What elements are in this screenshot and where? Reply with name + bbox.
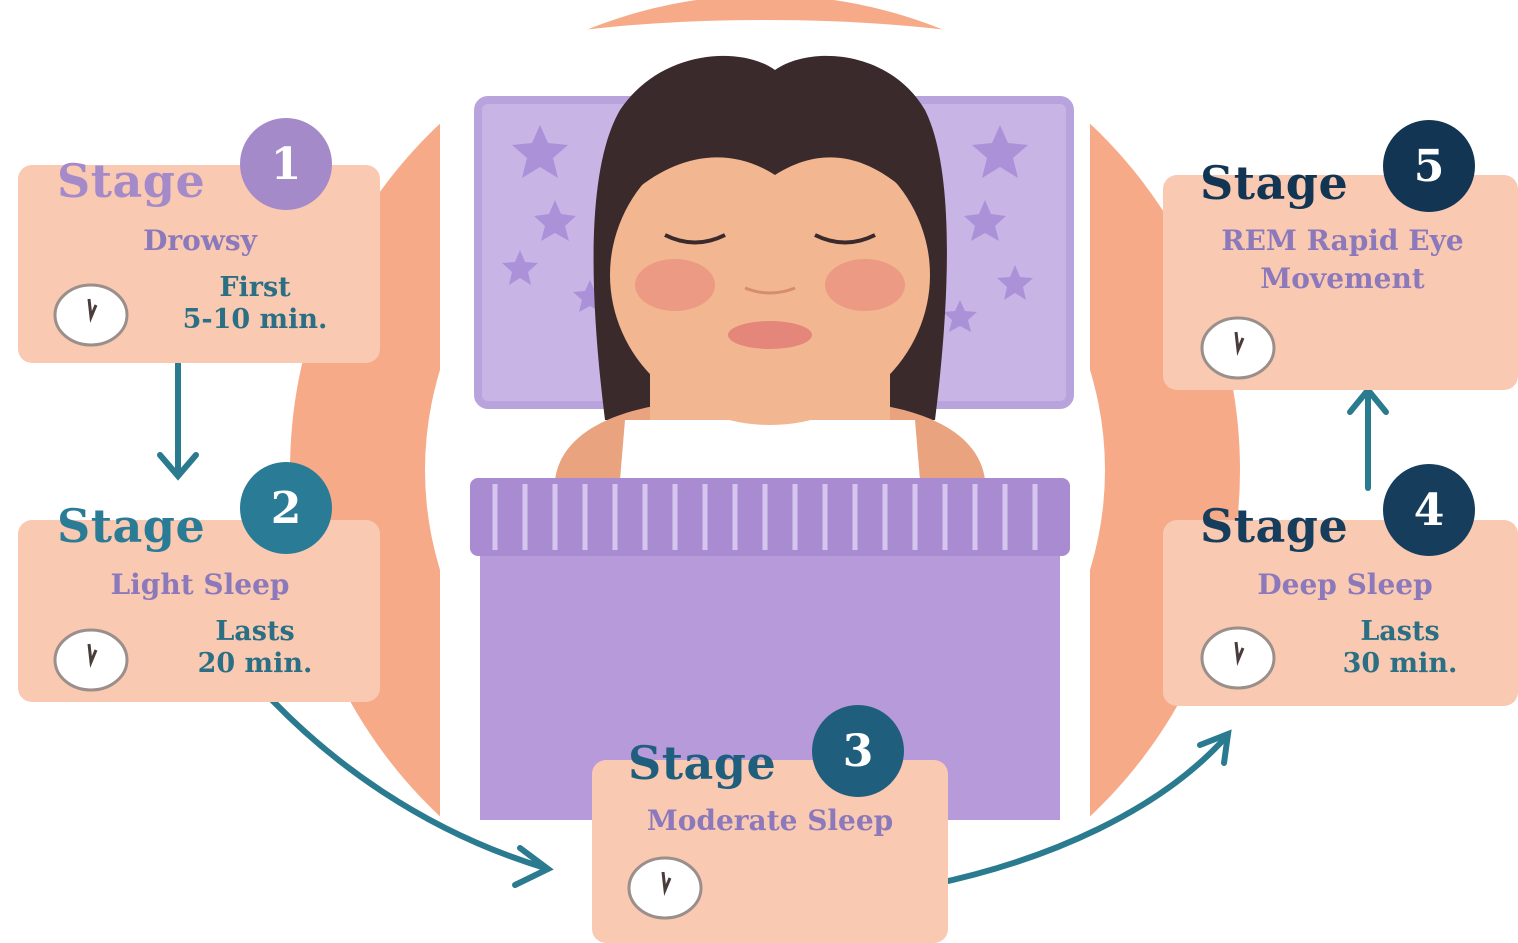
stage-duration: Lasts 30 min. xyxy=(1295,616,1505,681)
clock-icon xyxy=(1195,620,1281,696)
stage-number-badge: 4 xyxy=(1383,464,1475,556)
stage-duration-line2: 20 min. xyxy=(150,648,360,680)
stage-name: REM Rapid Eye Movement xyxy=(1190,222,1495,298)
stage-number-badge: 3 xyxy=(812,705,904,797)
stage-duration-line1: Lasts xyxy=(150,616,360,648)
stage-label: Stage xyxy=(628,740,776,786)
stage-name: Drowsy xyxy=(80,222,320,260)
stage-duration-line2: 5-10 min. xyxy=(150,304,360,336)
stage-label: Stage xyxy=(57,503,205,549)
stage-label: Stage xyxy=(57,158,205,204)
stage-duration-line2: 30 min. xyxy=(1295,648,1505,680)
blanket-cuff xyxy=(470,478,1070,556)
stage-number-badge: 5 xyxy=(1383,120,1475,212)
stage-name: Moderate Sleep xyxy=(612,802,928,840)
stage-label: Stage xyxy=(1200,160,1348,206)
stage-number-badge: 1 xyxy=(240,118,332,210)
shirt xyxy=(620,420,920,480)
stage-duration-line1: Lasts xyxy=(1295,616,1505,648)
stage-name: Light Sleep xyxy=(70,566,330,604)
arrow-icon xyxy=(160,348,196,476)
stage-duration: Lasts 20 min. xyxy=(150,616,360,681)
stage-number-badge: 2 xyxy=(240,462,332,554)
clock-icon xyxy=(622,850,708,926)
stage-duration: First 5-10 min. xyxy=(150,272,360,337)
clock-icon xyxy=(48,277,134,353)
clock-icon xyxy=(1195,310,1281,386)
stage-label: Stage xyxy=(1200,503,1348,549)
stage-name: Deep Sleep xyxy=(1215,566,1475,604)
clock-icon xyxy=(48,622,134,698)
arrow-icon xyxy=(1350,390,1386,488)
stage-duration-line1: First xyxy=(150,272,360,304)
